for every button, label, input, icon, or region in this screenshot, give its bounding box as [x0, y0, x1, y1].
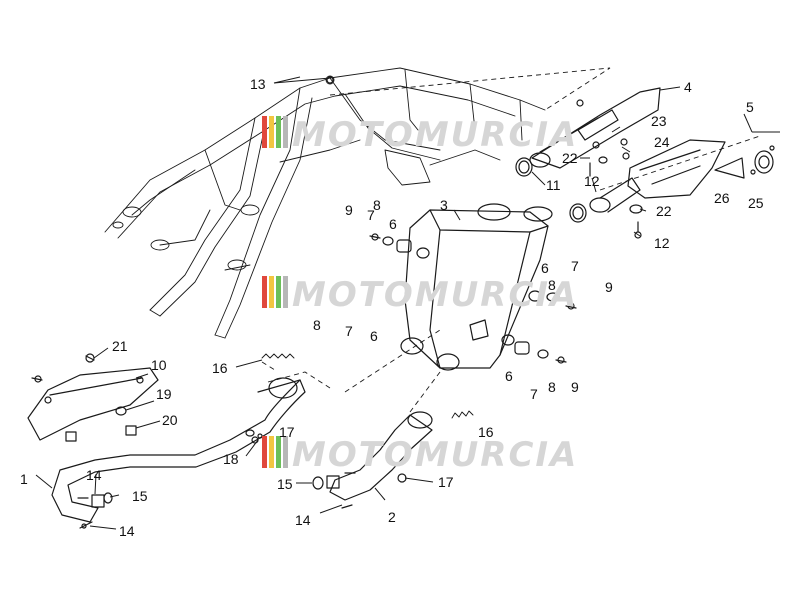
- callout-label: 1: [20, 471, 28, 487]
- watermark-text: MOTOMURCIA: [292, 435, 578, 475]
- callout-label: 12: [654, 235, 670, 251]
- callout-label: 9: [345, 202, 353, 218]
- callout-label: 8: [373, 197, 381, 213]
- callout-label: 17: [279, 424, 295, 440]
- callout-label: 14: [119, 523, 135, 539]
- mount-hardware: [369, 233, 577, 364]
- callout-label: 6: [505, 368, 513, 384]
- callout-label: 8: [548, 379, 556, 395]
- silencer-cover-left: [529, 87, 661, 169]
- silencer-body: [400, 203, 553, 371]
- callout-label: 22: [656, 203, 672, 219]
- callout-label: 2: [388, 509, 396, 525]
- callout-label: 26: [714, 190, 730, 206]
- callout-label: 24: [654, 134, 670, 150]
- callout-label: 18: [223, 451, 239, 467]
- leader-lines: [35, 76, 780, 530]
- callout-label: 14: [86, 467, 102, 483]
- rear-subframe: [104, 67, 546, 339]
- callout-label: 21: [112, 338, 128, 354]
- callout-label: 7: [367, 207, 375, 223]
- callout-label: 15: [277, 476, 293, 492]
- callout-label: 7: [571, 258, 579, 274]
- end-cap: [714, 145, 775, 179]
- callout-label: 23: [651, 113, 667, 129]
- callout-label: 11: [546, 177, 561, 193]
- spring: [261, 353, 474, 419]
- callout-label: 20: [162, 412, 178, 428]
- callout-label: 4: [684, 79, 692, 95]
- small-hardware: [326, 76, 643, 239]
- heat-shield: [27, 367, 159, 441]
- watermark-text: MOTOMURCIA: [292, 275, 578, 315]
- callout-label: 15: [132, 488, 148, 504]
- callout-label: 16: [478, 424, 494, 440]
- callout-label: 9: [605, 279, 613, 295]
- callout-label: 7: [345, 323, 353, 339]
- clamp-ring: [515, 157, 587, 223]
- callout-label: 3: [440, 197, 448, 213]
- callout-label: 17: [438, 474, 454, 490]
- watermark: MOTOMURCIA MOTOMURCIA MOTOMURCIA: [262, 115, 578, 475]
- callout-label: 8: [548, 277, 556, 293]
- silencer-cover-right: [589, 139, 726, 213]
- callout-label: 6: [370, 328, 378, 344]
- callout-label: 10: [151, 357, 167, 373]
- callout-label: 8: [313, 317, 321, 333]
- callout-label: 7: [530, 386, 538, 402]
- callout-label: 9: [571, 379, 579, 395]
- callout-label: 22: [562, 150, 578, 166]
- header-pipe-rear: [329, 411, 433, 501]
- header-pipe-front: [51, 377, 306, 523]
- callout-label: 5: [746, 99, 754, 115]
- callout-label: 25: [748, 195, 764, 211]
- callout-label: 14: [295, 512, 311, 528]
- callout-labels: 1 2 3 4 5 6 6 6 6 7 7 7 7 8 8 8 8 9 9 9 …: [20, 76, 764, 539]
- callout-label: 6: [389, 216, 397, 232]
- watermark-text: MOTOMURCIA: [292, 115, 578, 155]
- callout-label: 6: [541, 260, 549, 276]
- callout-label: 16: [212, 360, 228, 376]
- callout-label: 13: [250, 76, 266, 92]
- callout-label: 12: [584, 173, 600, 189]
- callout-label: 19: [156, 386, 172, 402]
